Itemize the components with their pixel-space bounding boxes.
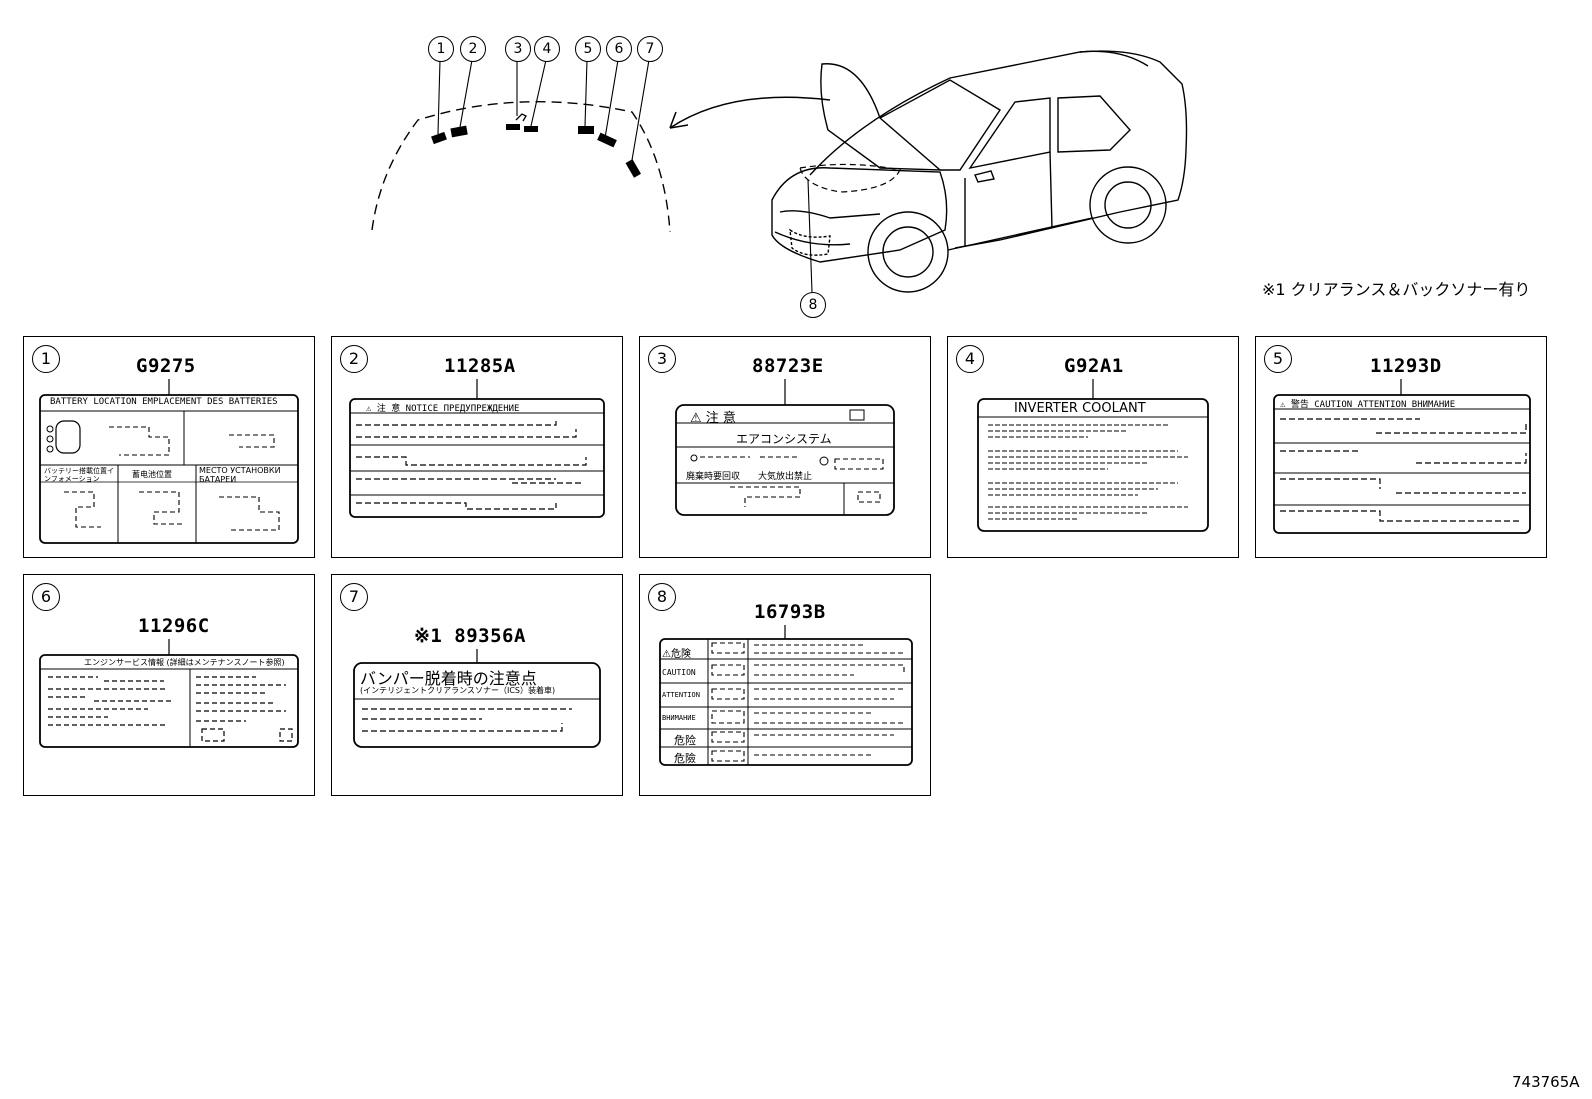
- panel-number: 1: [32, 345, 60, 373]
- callout-2: 2: [460, 36, 486, 62]
- panel-number: 5: [1264, 345, 1292, 373]
- label-title: BATTERY LOCATION EMPLACEMENT DES BATTERI…: [50, 397, 278, 407]
- row-label-6: 危險: [674, 752, 696, 765]
- panel-number: 6: [32, 583, 60, 611]
- label-marker-7: [625, 159, 641, 178]
- panel-2: 2 11285A ⚠ 注 意 NOTICE ПРЕДУПРЕЖДЕНИЕ: [331, 336, 623, 558]
- part-code: 88723E: [752, 355, 824, 377]
- panel-3: 3 88723E ⚠ 注 意 エアコンシステム 廃棄時要回収 大気放出禁止: [639, 336, 931, 558]
- label-cell-2: 蓄电池位置: [132, 470, 172, 479]
- row-label-2: CAUTION: [662, 668, 696, 677]
- label-title: ⚠ 警告 CAUTION ATTENTION ВНИМАНИЕ: [1280, 400, 1456, 410]
- row-label-5: 危险: [674, 734, 696, 747]
- label-marker-4: [524, 126, 538, 132]
- part-code: 11293D: [1370, 355, 1442, 377]
- callout-4: 4: [534, 36, 560, 62]
- callout-6: 6: [606, 36, 632, 62]
- part-code: 16793B: [754, 601, 826, 623]
- callout-1: 1: [428, 36, 454, 62]
- label-cell-1: バッテリー搭載位置インフォメーション: [44, 467, 114, 483]
- label-title: バンパー脱着時の注意点: [360, 669, 537, 688]
- panel-number: 2: [340, 345, 368, 373]
- part-code: G92A1: [1064, 355, 1124, 377]
- callout-3: 3: [505, 36, 531, 62]
- part-code: G9275: [136, 355, 196, 377]
- part-code: ※1 89356A: [414, 625, 526, 647]
- hood-diagram: [371, 50, 1188, 293]
- inverter-coolant-label: [977, 379, 1209, 532]
- label-title: ⚠ 注 意: [690, 411, 736, 426]
- label-title: エンジンサービス情報 (詳細はメンテナンスノート参照): [84, 658, 285, 667]
- car-illustration: [771, 50, 1188, 293]
- label-marker-5: [578, 126, 594, 134]
- label-cell-1: 廃棄時要回収: [686, 472, 741, 482]
- part-code: 11285A: [444, 355, 516, 377]
- row-label-1: ⚠危険: [662, 649, 691, 660]
- label-cell-3: МЕСТО УСТАНОВКИ БАТАРЕИ: [199, 466, 281, 484]
- panel-1: 1 G9275 BATTERY LOCATION EMPLACEMENT DES…: [23, 336, 315, 558]
- part-code: 11296C: [138, 615, 210, 637]
- panel-number: 4: [956, 345, 984, 373]
- row-label-4: ВНИМАНИЕ: [662, 714, 696, 722]
- panel-4: 4 G92A1 INVERTER COOLANT: [947, 336, 1239, 558]
- panel-8: 8 16793B ⚠危険 CAUTION ATTENT: [639, 574, 931, 796]
- callout-7: 7: [637, 36, 663, 62]
- panel-6: 6 11296C エンジンサービス情報 (詳細はメンテナンスノート参照): [23, 574, 315, 796]
- label-cell-2: 大気放出禁止: [758, 472, 813, 482]
- hood-outline: [371, 101, 671, 233]
- notice-label: [349, 379, 605, 518]
- footnote: ※1 クリアランス＆バックソナー有り: [1262, 280, 1531, 299]
- label-marker-2: [450, 125, 468, 138]
- danger-label: [659, 625, 913, 766]
- panel-number: 3: [648, 345, 676, 373]
- callout-8: 8: [800, 292, 826, 318]
- label-title: INVERTER COOLANT: [1014, 401, 1146, 416]
- label-sub: (インテリジェントクリアランスソナー（ICS）装着車): [360, 686, 556, 695]
- pointer-arrow: [669, 96, 831, 129]
- aircon-label: [675, 379, 895, 516]
- caution-label: [1273, 379, 1531, 534]
- panel-number: 8: [648, 583, 676, 611]
- bumper-removal-label: [353, 649, 601, 748]
- label-title: ⚠ 注 意 NOTICE ПРЕДУПРЕЖДЕНИЕ: [366, 404, 520, 414]
- label-marker-6: [597, 132, 617, 148]
- label-sub: エアコンシステム: [736, 432, 832, 446]
- label-marker-1: [431, 131, 447, 145]
- battery-location-label: [39, 379, 299, 544]
- figure-id: 743765A: [1512, 1073, 1580, 1091]
- row-label-3: ATTENTION: [662, 691, 700, 699]
- panel-7: 7 ※1 89356A バンパー脱着時の注意点 (インテリジェントクリアランスソ…: [331, 574, 623, 796]
- panel-number: 7: [340, 583, 368, 611]
- label-marker-3: [506, 124, 520, 130]
- panel-5: 5 11293D ⚠ 警告 CAUTION ATTENTION ВНИМАНИЕ: [1255, 336, 1547, 558]
- callout-5: 5: [575, 36, 601, 62]
- engine-service-label: [39, 639, 299, 748]
